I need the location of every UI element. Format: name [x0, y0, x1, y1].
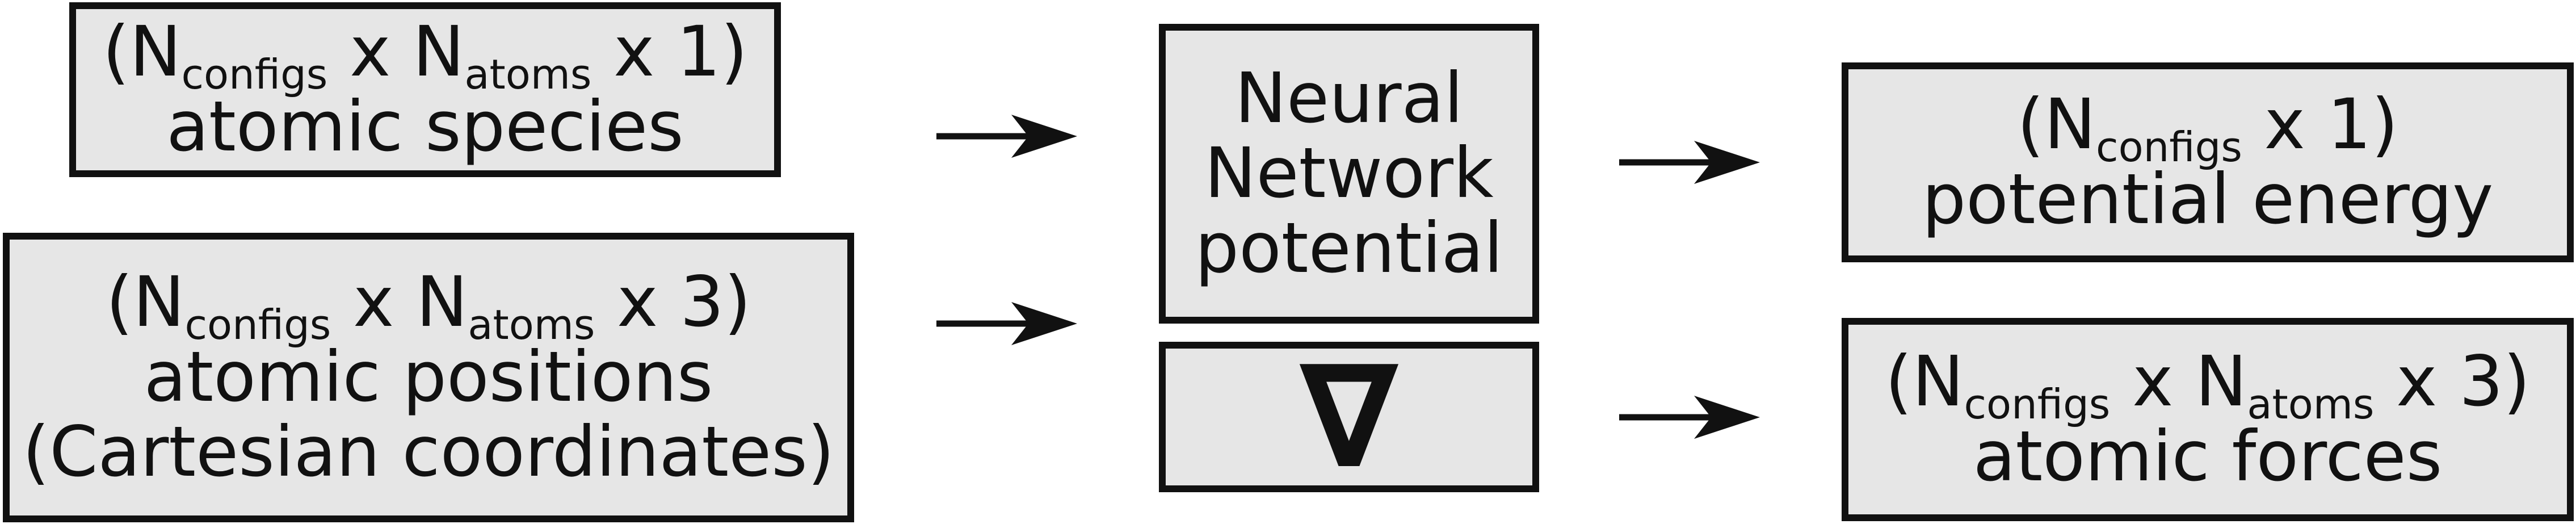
atomic-positions-box: (Nconfigs x Natoms x 3) atomic positions…: [3, 233, 854, 522]
forces-shape-line: (Nconfigs x Natoms x 3): [1885, 344, 2531, 425]
forces-shape-suffix: x 3): [2374, 341, 2531, 422]
nabla-symbol: ∇: [1299, 334, 1399, 500]
model-line-1: Neural: [1234, 58, 1464, 139]
positions-shape-sub-atoms: atoms: [468, 301, 595, 349]
forces-shape-sub-atoms: atoms: [2247, 380, 2375, 429]
forces-shape-sub-configs: configs: [1964, 380, 2111, 429]
species-shape-prefix: (N: [102, 11, 182, 93]
species-label: atomic species: [166, 86, 684, 167]
energy-shape-line: (Nconfigs x 1): [2017, 84, 2398, 167]
energy-shape-prefix: (N: [2017, 84, 2096, 165]
species-shape-sub-atoms: atoms: [464, 51, 592, 99]
positions-shape-sub-configs: configs: [184, 301, 331, 349]
forces-shape-mid: x N: [2110, 341, 2247, 422]
arrow-positions-to-model: [936, 302, 1077, 345]
positions-shape-line: (Nconfigs x Natoms x 3): [106, 262, 751, 345]
species-shape-suffix: x 1): [591, 11, 748, 93]
model-line-2: Network: [1204, 133, 1494, 214]
forces-label: atomic forces: [1973, 416, 2443, 497]
energy-shape-suffix: x 1): [2242, 84, 2398, 165]
energy-shape-sub-configs: configs: [2096, 123, 2242, 171]
gradient-box: ∇: [1159, 342, 1539, 492]
species-shape-mid: x N: [327, 11, 465, 93]
positions-shape-prefix: (N: [106, 262, 185, 343]
arrow-species-to-model: [936, 115, 1077, 158]
positions-shape-suffix: x 3): [595, 262, 751, 343]
positions-label: atomic positions: [144, 337, 713, 418]
species-shape-line: (Nconfigs x Natoms x 1): [103, 14, 748, 95]
positions-shape-mid: x N: [331, 262, 468, 343]
energy-label: potential energy: [1922, 159, 2494, 240]
species-shape-sub-configs: configs: [181, 51, 328, 99]
atomic-species-box: (Nconfigs x Natoms x 1) atomic species: [69, 2, 781, 177]
potential-energy-box: (Nconfigs x 1) potential energy: [1842, 62, 2574, 262]
arrow-gradient-to-forces: [1619, 396, 1760, 439]
forces-shape-prefix: (N: [1885, 341, 1964, 422]
arrow-model-to-energy: [1619, 141, 1760, 184]
model-line-3: potential: [1195, 207, 1503, 288]
positions-sublabel: (Cartesian coordinates): [22, 411, 835, 492]
neural-network-box: Neural Network potential: [1159, 24, 1539, 324]
atomic-forces-box: (Nconfigs x Natoms x 3) atomic forces: [1842, 318, 2574, 521]
